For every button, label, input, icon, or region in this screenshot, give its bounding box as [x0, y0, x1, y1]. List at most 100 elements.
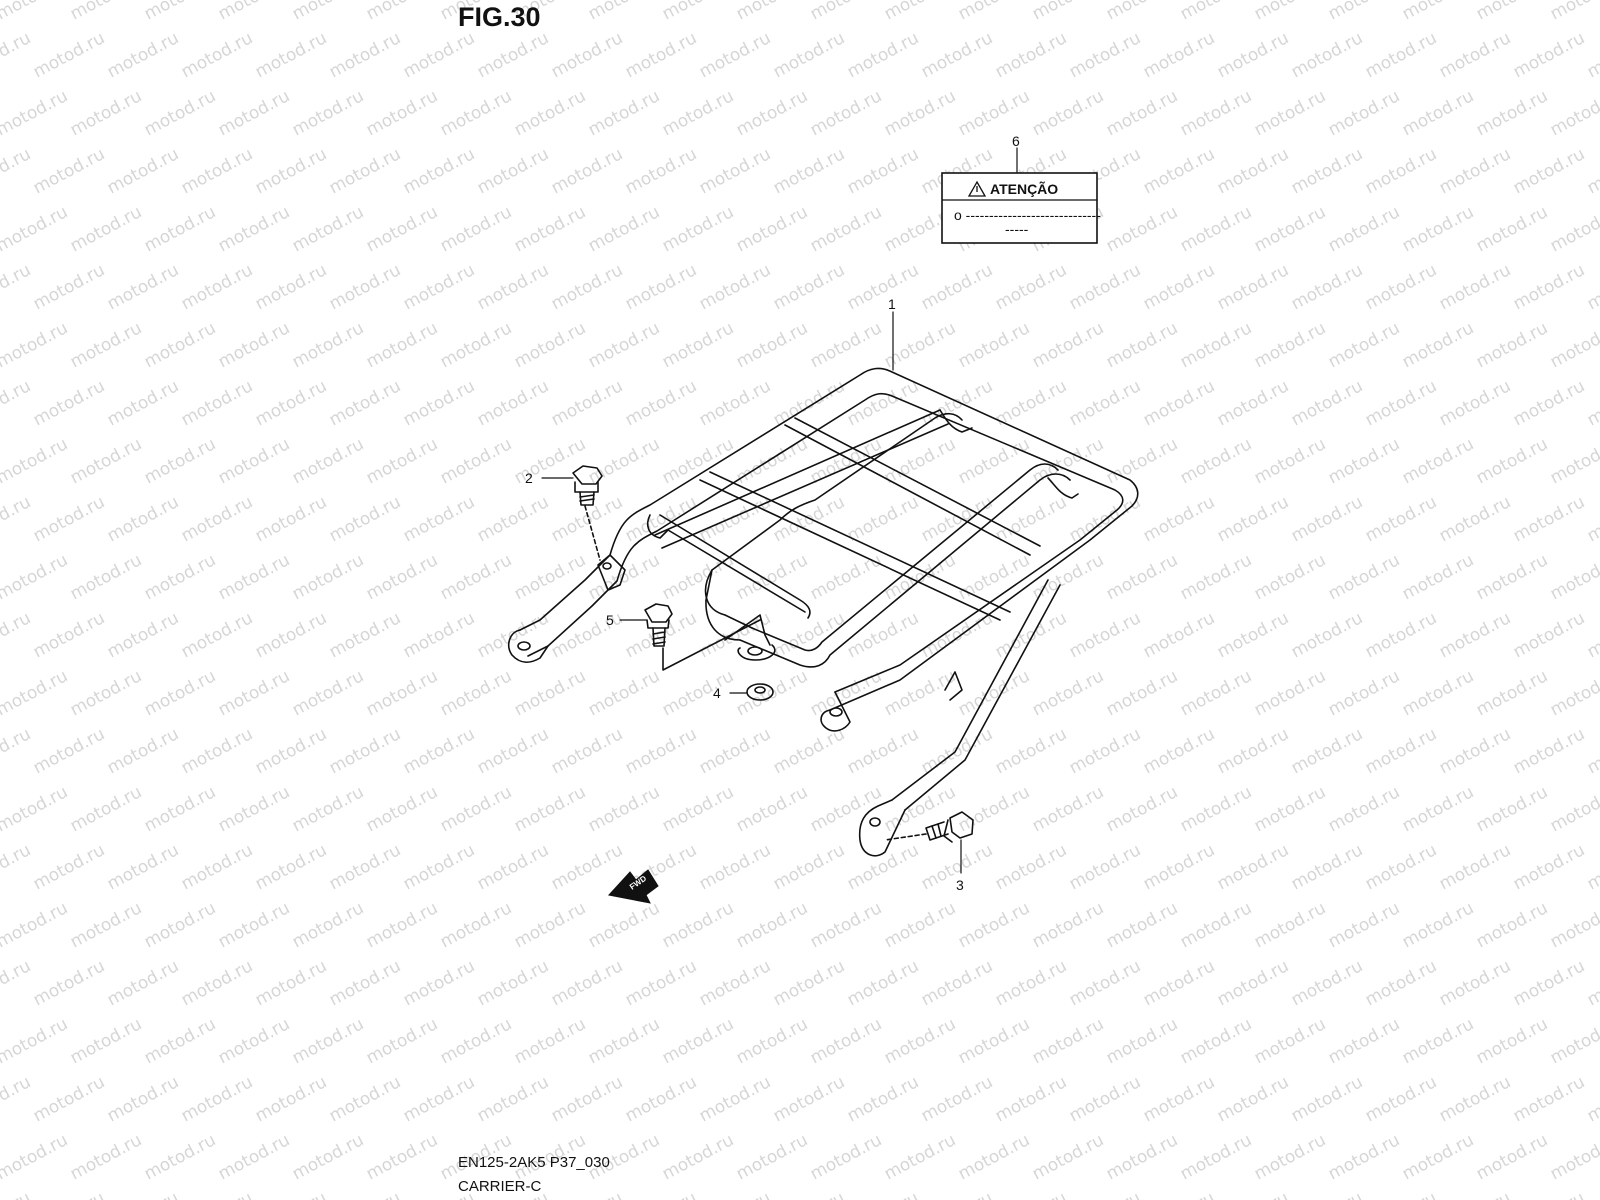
- watermark-text: motod.ru: [511, 1014, 589, 1068]
- watermark-text: motod.ru: [807, 898, 885, 952]
- watermark-text: motod.ru: [326, 28, 404, 82]
- watermark-text: motod.ru: [733, 898, 811, 952]
- watermark-text: motod.ru: [104, 144, 182, 198]
- watermark-text: motod.ru: [30, 260, 108, 314]
- watermark-text: motod.ru: [1473, 0, 1551, 24]
- watermark-text: motod.ru: [1510, 956, 1588, 1010]
- watermark-text: motod.ru: [1362, 1072, 1440, 1126]
- watermark-text: motod.ru: [1177, 202, 1255, 256]
- watermark-text: motod.ru: [585, 666, 663, 720]
- watermark-text: motod.ru: [67, 550, 145, 604]
- watermark-text: motod.ru: [67, 202, 145, 256]
- watermark-text: motod.ru: [289, 202, 367, 256]
- watermark-text: motod.ru: [1547, 86, 1600, 140]
- watermark-text: motod.ru: [1436, 492, 1514, 546]
- watermark-text: motod.ru: [363, 1014, 441, 1068]
- watermark-text: motod.ru: [1177, 434, 1255, 488]
- watermark-text: motod.ru: [807, 86, 885, 140]
- watermark-text: motod.ru: [437, 898, 515, 952]
- watermark-text: motod.ru: [289, 1130, 367, 1184]
- watermark-text: motod.ru: [844, 28, 922, 82]
- watermark-text: motod.ru: [1288, 608, 1366, 662]
- watermark-text: motod.ru: [178, 28, 256, 82]
- watermark-text: motod.ru: [1473, 898, 1551, 952]
- watermark-text: motod.ru: [1325, 86, 1403, 140]
- watermark-text: motod.ru: [437, 1014, 515, 1068]
- watermark-text: motod.ru: [400, 608, 478, 662]
- watermark-text: motod.ru: [104, 840, 182, 894]
- watermark-text: motod.ru: [585, 550, 663, 604]
- watermark-text: motod.ru: [1177, 898, 1255, 952]
- watermark-text: motod.ru: [992, 840, 1070, 894]
- watermark-text: motod.ru: [178, 144, 256, 198]
- watermark-text: motod.ru: [1547, 434, 1600, 488]
- watermark-text: motod.ru: [0, 898, 71, 952]
- watermark-text: motod.ru: [844, 840, 922, 894]
- watermark-text: motod.ru: [585, 86, 663, 140]
- watermark-text: motod.ru: [104, 724, 182, 778]
- watermark-text: motod.ru: [215, 550, 293, 604]
- watermark-text: motod.ru: [659, 434, 737, 488]
- watermark-text: motod.ru: [474, 724, 552, 778]
- watermark-text: motod.ru: [770, 840, 848, 894]
- watermark-text: motod.ru: [0, 1188, 34, 1200]
- watermark-text: motod.ru: [955, 898, 1033, 952]
- watermark-text: motod.ru: [1510, 724, 1588, 778]
- watermark-text: motod.ru: [0, 202, 71, 256]
- watermark-text: motod.ru: [696, 840, 774, 894]
- watermark-text: motod.ru: [622, 492, 700, 546]
- watermark-text: motod.ru: [770, 260, 848, 314]
- watermark-text: motod.ru: [1251, 782, 1329, 836]
- watermark-text: motod.ru: [1288, 492, 1366, 546]
- watermark-text: motod.ru: [474, 608, 552, 662]
- callout-3: 3: [956, 877, 964, 893]
- watermark-text: motod.ru: [141, 666, 219, 720]
- watermark-text: motod.ru: [1103, 550, 1181, 604]
- watermark-text: motod.ru: [1177, 0, 1255, 24]
- watermark-text: motod.ru: [955, 0, 1033, 24]
- watermark-text: motod.ru: [0, 1072, 34, 1126]
- warning-label-line-1: o -----------------------------: [954, 207, 1101, 223]
- watermark-text: motod.ru: [1584, 1188, 1600, 1200]
- watermark-text: motod.ru: [622, 956, 700, 1010]
- figure-name: CARRIER-C: [458, 1178, 542, 1195]
- watermark-text: motod.ru: [1251, 86, 1329, 140]
- watermark-text: motod.ru: [548, 1188, 626, 1200]
- watermark-text: motod.ru: [30, 724, 108, 778]
- watermark-text: motod.ru: [1140, 1072, 1218, 1126]
- watermark-text: motod.ru: [733, 550, 811, 604]
- watermark-text: motod.ru: [955, 86, 1033, 140]
- watermark-text: motod.ru: [1288, 724, 1366, 778]
- watermark-text: motod.ru: [215, 1014, 293, 1068]
- watermark-text: motod.ru: [881, 1130, 959, 1184]
- watermark-text: motod.ru: [252, 1072, 330, 1126]
- watermark-text: motod.ru: [918, 260, 996, 314]
- watermark-text: motod.ru: [104, 608, 182, 662]
- watermark-text: motod.ru: [955, 782, 1033, 836]
- watermark-text: motod.ru: [0, 1014, 71, 1068]
- watermark-text: motod.ru: [659, 782, 737, 836]
- watermark-text: motod.ru: [1362, 608, 1440, 662]
- watermark-text: motod.ru: [326, 260, 404, 314]
- watermark-text: motod.ru: [1325, 0, 1403, 24]
- watermark-text: motod.ru: [1177, 782, 1255, 836]
- watermark-text: motod.ru: [1140, 260, 1218, 314]
- watermark-text: motod.ru: [881, 782, 959, 836]
- watermark-text: motod.ru: [918, 1072, 996, 1126]
- watermark-text: motod.ru: [659, 0, 737, 24]
- watermark-text: motod.ru: [844, 144, 922, 198]
- watermark-text: motod.ru: [807, 1014, 885, 1068]
- watermark-text: motod.ru: [955, 550, 1033, 604]
- watermark-text: motod.ru: [1288, 1072, 1366, 1126]
- watermark-text: motod.ru: [215, 318, 293, 372]
- watermark-text: motod.ru: [1473, 1130, 1551, 1184]
- watermark-text: motod.ru: [30, 608, 108, 662]
- watermark-text: motod.ru: [1066, 956, 1144, 1010]
- watermark-text: motod.ru: [770, 28, 848, 82]
- fwd-arrow-icon: FWD: [608, 869, 659, 904]
- watermark-text: motod.ru: [548, 724, 626, 778]
- watermark-text: motod.ru: [178, 956, 256, 1010]
- watermark-text: motod.ru: [1436, 1072, 1514, 1126]
- watermark-text: motod.ru: [1288, 956, 1366, 1010]
- watermark-text: motod.ru: [1510, 1072, 1588, 1126]
